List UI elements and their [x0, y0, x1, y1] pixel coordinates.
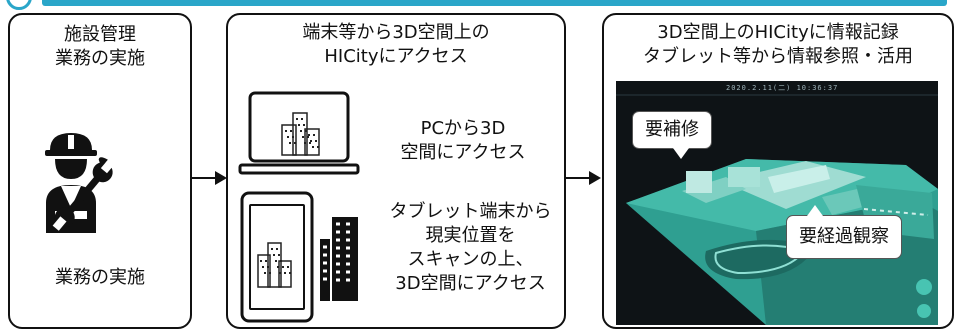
callout-repair: 要補修 [632, 111, 712, 159]
callout-tail [673, 148, 689, 159]
header-title-underline [42, 0, 947, 6]
tablet-city-icon [240, 191, 358, 323]
panel-record-info: 3D空間上のHICityに情報記録 タブレット等から情報参照・活用 2020.2… [602, 13, 954, 329]
3d-model-screenshot: 2020.2.11(二) 10:36:37 要補修 要経過観察 [616, 81, 938, 325]
tablet-access-text: タブレット端末から 現実位置を スキャンの上、 3D空間にアクセス [389, 201, 552, 294]
callout-observe: 要経過観察 [786, 205, 902, 259]
panel-footer: 業務の実施 [55, 267, 145, 288]
screenshot-timestamp: 2020.2.11(二) 10:36:37 [726, 84, 839, 92]
panel-title: 端末等から3D空間上の HICityにアクセス [302, 22, 490, 67]
callout-observe-text: 要経過観察 [799, 226, 889, 247]
construction-worker-wrench-icon [45, 133, 115, 233]
header-strip [0, 0, 961, 10]
panel-facility-management: 施設管理 業務の実施 業務の実施 [8, 13, 192, 329]
callout-tail [807, 205, 823, 216]
pc-access-text: PCから3D 空間にアクセス [400, 118, 526, 163]
panel-title: 施設管理 業務の実施 [55, 24, 145, 69]
building-icon [320, 217, 358, 301]
callout-repair-text: 要補修 [645, 119, 699, 140]
panel-title: 3D空間上のHICityに情報記録 タブレット等から情報参照・活用 [643, 22, 913, 67]
flow-arrow-2 [566, 171, 601, 185]
flow-arrow-1 [192, 171, 227, 185]
panel-access-3d: 端末等から3D空間上の HICityにアクセス PCから3D 空間にアクセス タ… [226, 13, 566, 329]
laptop-city-icon [238, 91, 360, 175]
step-number-circle [6, 0, 32, 10]
